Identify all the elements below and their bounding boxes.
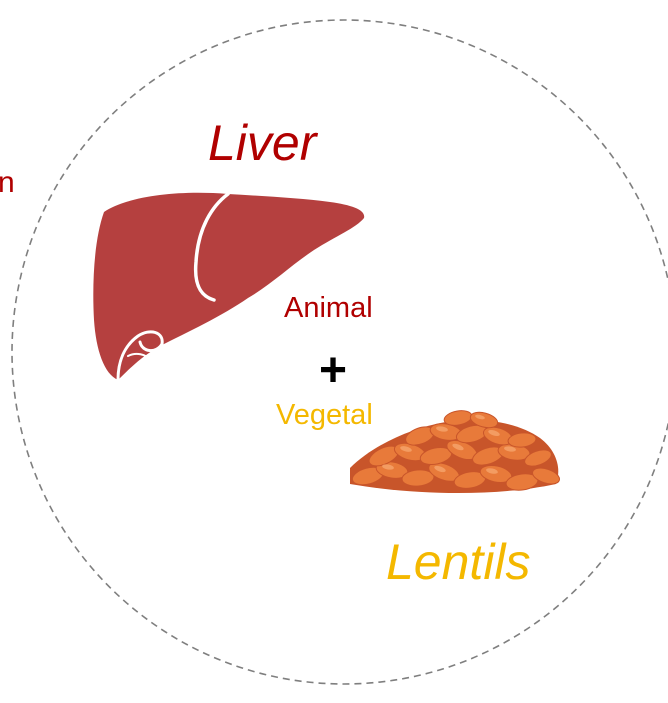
- lentils-icon: [350, 409, 561, 493]
- lentils-title: Lentils: [386, 537, 531, 587]
- animal-label: Animal: [284, 294, 373, 323]
- cut-off-text: n: [0, 168, 15, 198]
- liver-title: Liver: [208, 118, 316, 168]
- plus-sign: +: [319, 347, 347, 395]
- vegetal-label: Vegetal: [276, 401, 373, 430]
